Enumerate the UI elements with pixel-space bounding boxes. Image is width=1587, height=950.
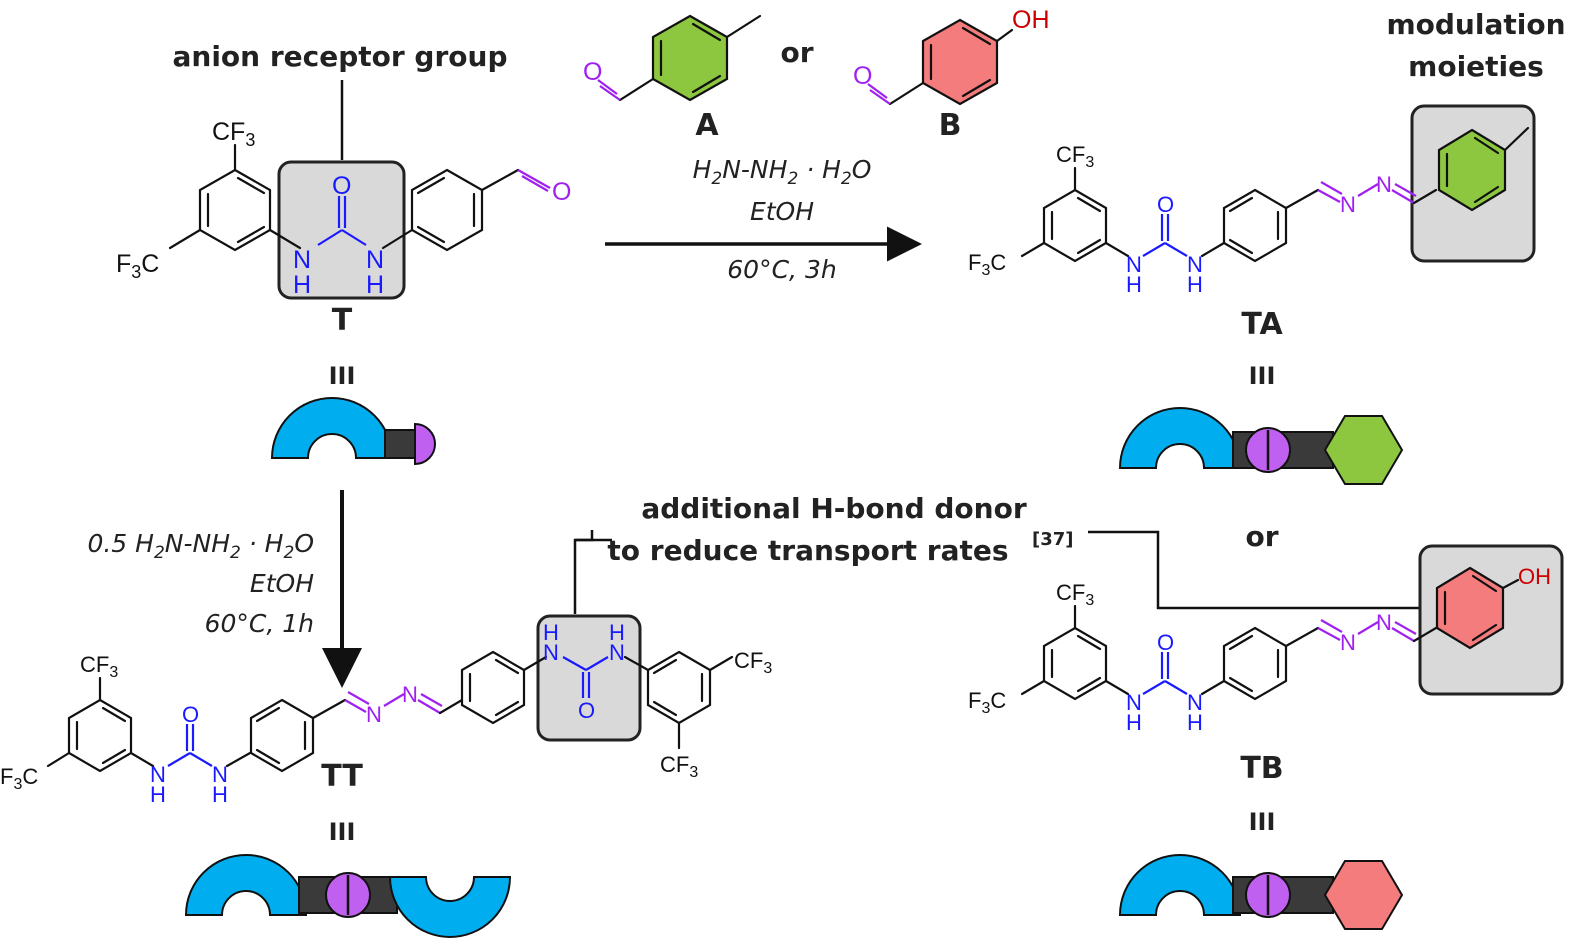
compound-T-structure [168, 143, 551, 300]
T-f3c-label: F3C [116, 250, 159, 282]
reagent-B-structure [867, 18, 1014, 106]
TT-equiv-symbol: III [329, 818, 356, 846]
T-aldehyde-o: O [552, 178, 571, 206]
TA-h2: H [1187, 272, 1203, 297]
TA-o: O [1157, 192, 1174, 217]
reagent-A-label: A [695, 108, 719, 143]
reagent-A-structure [597, 14, 762, 102]
TT-o2: O [578, 698, 595, 723]
TB-oh: OH [1518, 564, 1551, 589]
TA-cartoon [1118, 407, 1404, 485]
additional-label-2: to reduce transport rates [607, 534, 1008, 567]
reagent-A-o: O [583, 58, 602, 86]
additional-label-1: additional H-bond donor [641, 492, 1026, 525]
TB-azo-n2: N [1376, 610, 1392, 635]
TB-cf3: CF3 [1056, 580, 1094, 609]
T-cf3-label: CF3 [212, 118, 255, 150]
TB-cartoon [1118, 854, 1404, 930]
cond-left-1: 0.5 H2N-NH2 · H2O [87, 529, 314, 563]
T-equiv-symbol: III [329, 362, 356, 390]
TB-azo-n1: N [1340, 630, 1356, 655]
TT-h1: H [150, 782, 166, 807]
TT-n3: N [543, 640, 559, 665]
T-cartoon [270, 397, 436, 466]
compound-T-label: T [332, 303, 353, 338]
TT-azo-n2: N [402, 682, 418, 707]
or-top: or [780, 36, 813, 69]
cond-top-2: EtOH [750, 197, 814, 226]
TA-azo-n1: N [1340, 192, 1356, 217]
T-urea-o: O [332, 172, 351, 200]
reagent-B-oh: OH [1012, 6, 1050, 34]
reagent-B-label: B [939, 108, 962, 143]
compound-TB-structure [1020, 544, 1564, 701]
h-bond-pointer-right [1088, 530, 1420, 610]
or-right: or [1245, 520, 1278, 553]
TT-n1: N [150, 762, 166, 787]
TT-f3c: F3C [0, 764, 38, 793]
additional-ref: [37] [1032, 529, 1074, 550]
cond-left-2: EtOH [250, 569, 314, 598]
TB-h1: H [1126, 710, 1142, 735]
TT-cartoon [184, 854, 512, 938]
TT-h2: H [212, 782, 228, 807]
TB-h2: H [1187, 710, 1203, 735]
T-urea-h2: H [366, 271, 384, 299]
compound-TT-label: TT [321, 759, 363, 794]
TA-equiv-symbol: III [1249, 362, 1276, 390]
TB-n2: N [1187, 690, 1203, 715]
TT-cf3-1: CF3 [80, 652, 118, 681]
T-urea-h1: H [293, 271, 311, 299]
T-urea-n1: N [293, 246, 311, 274]
TB-f3c: F3C [968, 688, 1006, 717]
TT-cf3-3: CF3 [660, 752, 698, 781]
TA-n1: N [1126, 252, 1142, 277]
h-bond-pointer-left [573, 530, 594, 614]
TT-cf3-2: CF3 [734, 648, 772, 677]
cond-left-3: 60°C, 1h [205, 609, 314, 638]
modulation-label-2: moieties [1408, 50, 1544, 83]
TT-n4: N [609, 640, 625, 665]
TA-cf3: CF3 [1056, 142, 1094, 171]
modulation-label-1: modulation [1386, 8, 1565, 41]
TT-n2: N [212, 762, 228, 787]
reagent-B-o: O [853, 62, 872, 90]
compound-TA-label: TA [1241, 307, 1283, 342]
TA-n2: N [1187, 252, 1203, 277]
TB-equiv-symbol: III [1249, 808, 1276, 836]
TT-o1: O [182, 702, 199, 727]
TA-h1: H [1126, 272, 1142, 297]
anion-receptor-label: anion receptor group [172, 40, 507, 73]
compound-TB-label: TB [1240, 751, 1283, 786]
TT-h4: H [609, 620, 625, 645]
TT-azo-n1: N [366, 702, 382, 727]
T-urea-n2: N [366, 246, 384, 274]
compound-TT-structure [46, 614, 734, 773]
cond-top-3: 60°C, 3h [727, 255, 836, 284]
cond-top-1: H2N-NH2 · H2O [693, 155, 872, 189]
TA-azo-n2: N [1376, 172, 1392, 197]
TB-n1: N [1126, 690, 1142, 715]
TA-f3c: F3C [968, 250, 1006, 279]
compound-TA-structure [1020, 104, 1536, 263]
TB-o: O [1157, 630, 1174, 655]
TT-h3: H [543, 620, 559, 645]
